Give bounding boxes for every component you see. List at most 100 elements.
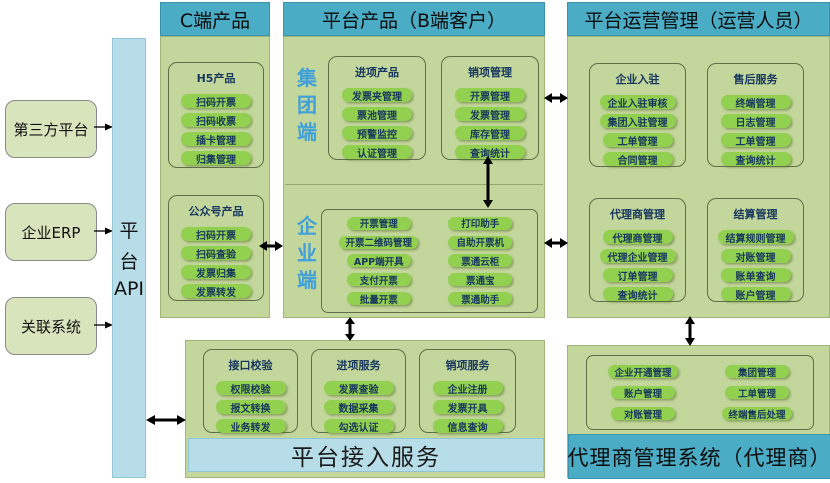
- feature-pill: 企业开通管理: [608, 365, 678, 379]
- feature-pill: 扫码收票: [181, 113, 251, 128]
- feature-pill: 开票二维码管理: [339, 235, 418, 249]
- feature-pill: 企业入驻审核: [599, 95, 676, 110]
- feature-pill: 扫码查验: [181, 246, 251, 261]
- ops-panel: 企业入驻 企业入驻审核 集团入驻管理 工单管理 合同管理 售后服务 终端管理 日…: [567, 36, 830, 318]
- agent-panel: 企业开通管理 集团管理 账户管理 工单管理 对账管理 终端售后处理 代理商管理系…: [567, 345, 830, 479]
- feature-pill: APP端开具: [346, 254, 411, 268]
- group-h5-products: H5产品 扫码开票 扫码收票 插卡管理 归集管理: [168, 62, 264, 168]
- feature-pill: 开票管理: [346, 216, 411, 230]
- feature-pill: 账户管理: [720, 287, 791, 302]
- enterprise-feature-box: 开票管理 打印助手 开票二维码管理 自助开票机 APP端开具 票通云柜 支付开票…: [321, 209, 538, 313]
- feature-pill: 账户管理: [611, 386, 675, 400]
- feature-pill: 终端售后处理: [722, 407, 792, 421]
- feature-pill: 结算规则管理: [717, 230, 794, 245]
- enterprise-side-label: 企业端: [297, 214, 317, 292]
- feature-pill: 票通云柜: [448, 254, 513, 268]
- c-products-panel: H5产品 扫码开票 扫码收票 插卡管理 归集管理 公众号产品 扫码开票 扫码查验…: [160, 36, 270, 318]
- feature-pill: 发票归集: [181, 265, 251, 280]
- double-arrow-b-to-access: [345, 317, 355, 341]
- feature-pill: 代理商管理: [602, 230, 673, 245]
- access-panel: 接口校验 权限校验 报文转换 业务转发 进项服务 发票查验 数据采集 勾选认证 …: [185, 340, 545, 478]
- feature-pill: 账单查询: [720, 268, 791, 283]
- related-systems-box: 关联系统: [5, 297, 97, 355]
- feature-pill: 归集管理: [181, 151, 251, 166]
- arrow-related-to-api: [94, 321, 113, 329]
- b-products-header: 平台产品（B端客户）: [283, 2, 545, 36]
- feature-pill: 查询统计: [720, 152, 791, 167]
- feature-pill: 打印助手: [448, 216, 513, 230]
- agent-system-bar: 代理商管理系统（代理商）: [568, 434, 830, 479]
- external-third-party-box: 第三方平台: [5, 100, 97, 158]
- feature-pill: 票通宝: [448, 273, 513, 287]
- double-arrow-b-to-ops-bottom: [544, 238, 568, 248]
- group-title: 售后服务: [733, 73, 778, 86]
- group-after-sales: 售后服务 终端管理 日志管理 工单管理 查询统计: [707, 63, 804, 167]
- feature-pill: 权限校验: [215, 381, 286, 396]
- feature-pill: 集团入驻管理: [599, 114, 676, 129]
- feature-pill: 库存管理: [455, 126, 525, 141]
- group-title: 进项服务: [336, 359, 381, 372]
- agent-feature-box: 企业开通管理 集团管理 账户管理 工单管理 对账管理 终端售后处理: [586, 355, 814, 430]
- group-title: 接口校验: [228, 359, 273, 372]
- feature-pill: 企业注册: [432, 381, 503, 396]
- group-agent-management: 代理商管理 代理商管理 代理企业管理 订单管理 查询统计: [589, 198, 686, 302]
- group-title: 结算管理: [733, 208, 778, 221]
- feature-pill: 扫码开票: [181, 227, 251, 242]
- double-arrow-c-to-b: [259, 241, 283, 251]
- feature-pill: 票池管理: [342, 107, 412, 122]
- double-arrow-b-to-ops-top: [544, 93, 568, 103]
- section-divider: [285, 184, 543, 185]
- feature-pill: 预警监控: [342, 126, 412, 141]
- group-title: 代理商管理: [610, 208, 665, 221]
- feature-pill: 发票夹管理: [342, 88, 412, 103]
- feature-pill: 信息查询: [432, 419, 503, 434]
- platform-api-bar: 平 台 API: [112, 38, 146, 478]
- feature-pill: 工单管理: [720, 133, 791, 148]
- feature-pill: 工单管理: [725, 386, 789, 400]
- arrow-erp-to-api: [94, 227, 113, 235]
- group-official-account-products: 公众号产品 扫码开票 扫码查验 发票归集 发票转发: [168, 195, 264, 301]
- group-side-label: 集团端: [297, 66, 317, 144]
- feature-pill: 发票转发: [181, 284, 251, 299]
- enterprise-erp-box: 企业ERP: [5, 203, 97, 261]
- group-title: 销项服务: [445, 359, 490, 372]
- feature-pill: 批量开票: [346, 292, 411, 306]
- feature-pill: 对账管理: [611, 407, 675, 421]
- feature-pill: 票通助手: [448, 292, 513, 306]
- group-sales-services: 销项服务 企业注册 发票开具 信息查询: [419, 349, 516, 434]
- c-products-header: C端产品: [160, 2, 270, 36]
- feature-pill: 订单管理: [602, 268, 673, 283]
- feature-pill: 终端管理: [720, 95, 791, 110]
- feature-pill: 认证管理: [342, 145, 412, 160]
- feature-pill: 发票查验: [323, 381, 394, 396]
- feature-pill: 查询统计: [602, 287, 673, 302]
- feature-pill: 自助开票机: [448, 235, 513, 249]
- feature-pill: 扫码开票: [181, 94, 251, 109]
- group-title: 销项管理: [468, 66, 512, 79]
- arrow-third-party-to-api: [94, 123, 113, 131]
- b-products-panel: 集团端 进项产品 发票夹管理 票池管理 预警监控 认证管理 销项管理 开票管理 …: [283, 36, 545, 318]
- feature-pill: 代理企业管理: [599, 249, 676, 264]
- ops-header: 平台运营管理（运营人员）: [567, 2, 830, 36]
- feature-pill: 日志管理: [720, 114, 791, 129]
- group-settlement: 结算管理 结算规则管理 对账管理 账单查询 账户管理: [707, 198, 804, 302]
- group-enterprise-onboarding: 企业入驻 企业入驻审核 集团入驻管理 工单管理 合同管理: [589, 63, 686, 167]
- group-title: 公众号产品: [188, 205, 244, 218]
- group-input-services: 进项服务 发票查验 数据采集 勾选认证: [311, 349, 406, 434]
- group-title: 进项产品: [355, 66, 399, 79]
- feature-pill: 工单管理: [602, 133, 673, 148]
- feature-pill: 发票管理: [455, 107, 525, 122]
- feature-pill: 数据采集: [323, 400, 394, 415]
- group-interface-check: 接口校验 权限校验 报文转换 业务转发: [203, 349, 298, 434]
- feature-pill: 报文转换: [215, 400, 286, 415]
- feature-pill: 插卡管理: [181, 132, 251, 147]
- api-bar-char: API: [113, 278, 145, 300]
- feature-pill: 开票管理: [455, 88, 525, 103]
- group-title: 企业入驻: [615, 73, 660, 86]
- feature-pill: 勾选认证: [323, 419, 394, 434]
- double-arrow-sales-to-enterprise: [483, 156, 493, 208]
- feature-pill: 对账管理: [720, 249, 791, 264]
- feature-pill: 支付开票: [346, 273, 411, 287]
- api-bar-char: 平: [119, 220, 139, 242]
